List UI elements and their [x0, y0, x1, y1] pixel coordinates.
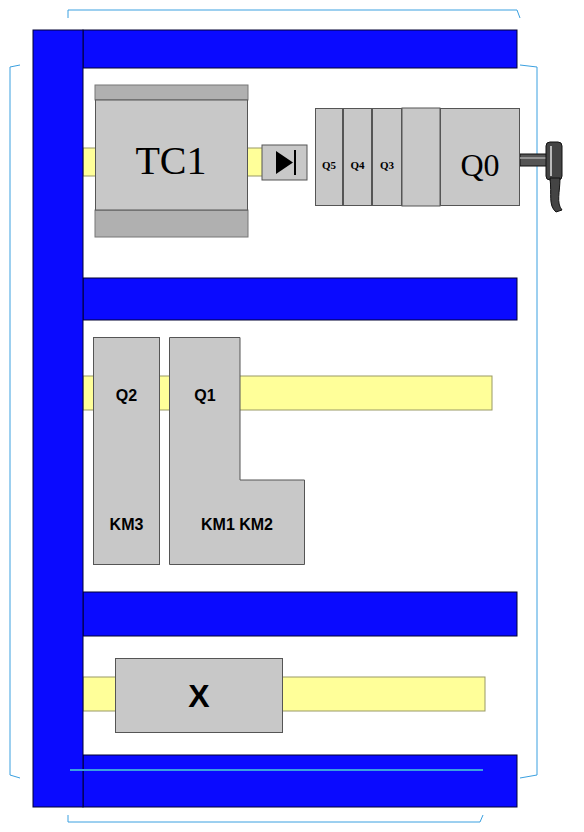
device-label: Q5 — [322, 160, 336, 171]
cable-duct — [83, 755, 517, 807]
device-label: KM3 — [110, 517, 144, 533]
box-outline — [170, 338, 305, 565]
diode-module — [262, 145, 307, 180]
device-label: TC1 — [135, 141, 206, 181]
housing-line — [70, 769, 483, 771]
cable-duct — [33, 30, 83, 807]
housing-outline — [520, 65, 537, 778]
housing-outline — [68, 10, 520, 18]
device-label: Q1 — [194, 388, 215, 404]
housing-outline — [10, 65, 20, 778]
breaker-module: Q3 — [372, 108, 402, 206]
switch-lever — [550, 178, 562, 212]
box-outline — [372, 108, 402, 206]
device-label: Q3 — [380, 160, 394, 171]
terminal-block: X — [115, 658, 283, 733]
housing-outline — [68, 815, 483, 822]
breaker-module: Q4 — [343, 108, 372, 206]
box-outline — [343, 108, 372, 206]
box-outline — [94, 338, 160, 565]
blank-module — [402, 108, 440, 206]
contactor-box: Q1KM1 KM2 — [169, 337, 305, 565]
box-outline — [441, 109, 520, 206]
cable-duct — [83, 278, 517, 320]
contactor-box: Q2KM3 — [93, 337, 160, 565]
cable-duct — [83, 592, 517, 636]
box-outline — [116, 659, 283, 733]
switch-knob — [546, 142, 562, 180]
diode-symbol — [294, 150, 296, 175]
box-outline — [316, 109, 343, 206]
device-label: Q2 — [116, 388, 137, 404]
device-label: Q4 — [350, 160, 364, 171]
device-label: X — [188, 680, 209, 712]
box-outline — [315, 108, 343, 206]
transformer-band — [95, 210, 248, 237]
device-label: Q0 — [460, 149, 499, 181]
switch-knob — [550, 146, 552, 176]
device-label: KM1 KM2 — [201, 517, 273, 533]
box-outline — [96, 100, 248, 210]
box-outline — [373, 109, 402, 206]
breaker-module: Q5 — [315, 108, 343, 206]
transformer-band — [95, 85, 248, 100]
diode-symbol — [276, 151, 293, 174]
transformer-box: TC1 — [95, 85, 248, 237]
cable-duct — [83, 30, 517, 68]
box-outline — [344, 109, 372, 206]
main-switch: Q0 — [440, 108, 520, 206]
